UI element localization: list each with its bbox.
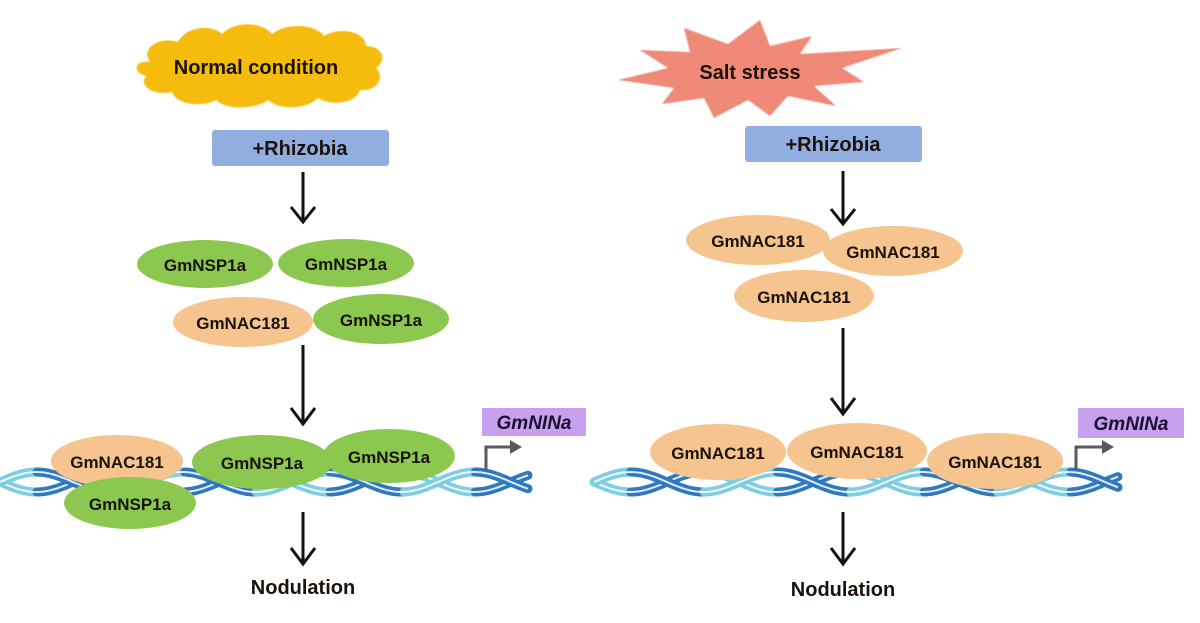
promoter-arrow-icon (1074, 440, 1114, 470)
rhizobia-box-right: +Rhizobia (745, 126, 922, 162)
rhizobia-label-left: +Rhizobia (252, 138, 348, 160)
promoter-arrow-icon (484, 440, 522, 470)
gene-label-left: GmNINa (482, 408, 586, 436)
protein-label: GmNSP1a (340, 311, 423, 330)
protein-label: GmNAC181 (196, 314, 290, 333)
normal-condition-cloud: Normal condition (136, 24, 383, 108)
protein-label: GmNAC181 (948, 453, 1042, 472)
protein-label: GmNAC181 (70, 453, 164, 472)
bound-proteins-left: GmNAC181 GmNSP1a GmNSP1a GmNSP1a (51, 429, 455, 529)
protein-label: GmNAC181 (810, 443, 904, 462)
protein-label: GmNSP1a (221, 454, 304, 473)
protein-label: GmNAC181 (671, 444, 765, 463)
arrow-down-icon (289, 172, 317, 225)
protein-label: GmNSP1a (305, 255, 388, 274)
rhizobia-box-bg (212, 130, 389, 166)
nsp1a-ellipse (323, 429, 455, 483)
gene-label-right: GmNINa (1078, 408, 1184, 438)
protein-label: GmNSP1a (89, 495, 172, 514)
rhizobia-label-right: +Rhizobia (785, 134, 881, 156)
nac181-ellipse (787, 423, 927, 479)
nsp1a-ellipse (313, 294, 449, 344)
bound-proteins-right: GmNAC181 GmNAC181 GmNAC181 (650, 423, 1063, 489)
cloud-shape (136, 24, 383, 108)
starburst-shape (618, 20, 902, 118)
protein-complex-right: GmNAC181 GmNAC181 GmNAC181 (686, 215, 963, 322)
nac181-ellipse (51, 435, 183, 487)
nac181-ellipse (686, 215, 830, 265)
nodulation-label-right: Nodulation (791, 579, 895, 601)
nac181-ellipse (173, 297, 313, 347)
nsp1a-ellipse (192, 435, 332, 489)
salt-stress-label: Salt stress (699, 62, 800, 84)
arrow-down-icon (829, 512, 857, 567)
protein-label: GmNAC181 (711, 232, 805, 251)
protein-label: GmNAC181 (757, 288, 851, 307)
gene-box (482, 408, 586, 436)
protein-complex-left: GmNSP1a GmNSP1a GmNAC181 GmNSP1a (137, 239, 449, 347)
arrow-down-icon (829, 328, 857, 417)
nac181-ellipse (734, 270, 874, 322)
left-panel: Normal condition +Rhizobia GmNSP1a GmNSP… (0, 24, 586, 599)
right-panel: Salt stress +Rhizobia GmNAC181 GmNAC181 … (589, 20, 1184, 601)
normal-condition-label: Normal condition (174, 57, 338, 79)
arrow-down-icon (289, 345, 317, 427)
nac181-ellipse (650, 424, 786, 480)
protein-label: GmNSP1a (164, 256, 247, 275)
arrow-down-icon (829, 171, 857, 227)
rhizobia-box-left: +Rhizobia (212, 130, 389, 166)
gene-name: GmNINa (1094, 414, 1169, 435)
nodulation-label-left: Nodulation (251, 577, 355, 599)
protein-label: GmNSP1a (348, 448, 431, 467)
arrow-down-icon (289, 512, 317, 567)
nac181-ellipse (927, 433, 1063, 489)
gene-name: GmNINa (497, 413, 572, 434)
protein-label: GmNAC181 (846, 243, 940, 262)
nac181-ellipse (823, 226, 963, 276)
gene-box (1078, 408, 1184, 438)
nsp1a-ellipse (137, 240, 273, 288)
salt-stress-starburst: Salt stress (618, 20, 902, 118)
nsp1a-ellipse (278, 239, 414, 287)
rhizobia-box-bg (745, 126, 922, 162)
nsp1a-ellipse (64, 477, 196, 529)
